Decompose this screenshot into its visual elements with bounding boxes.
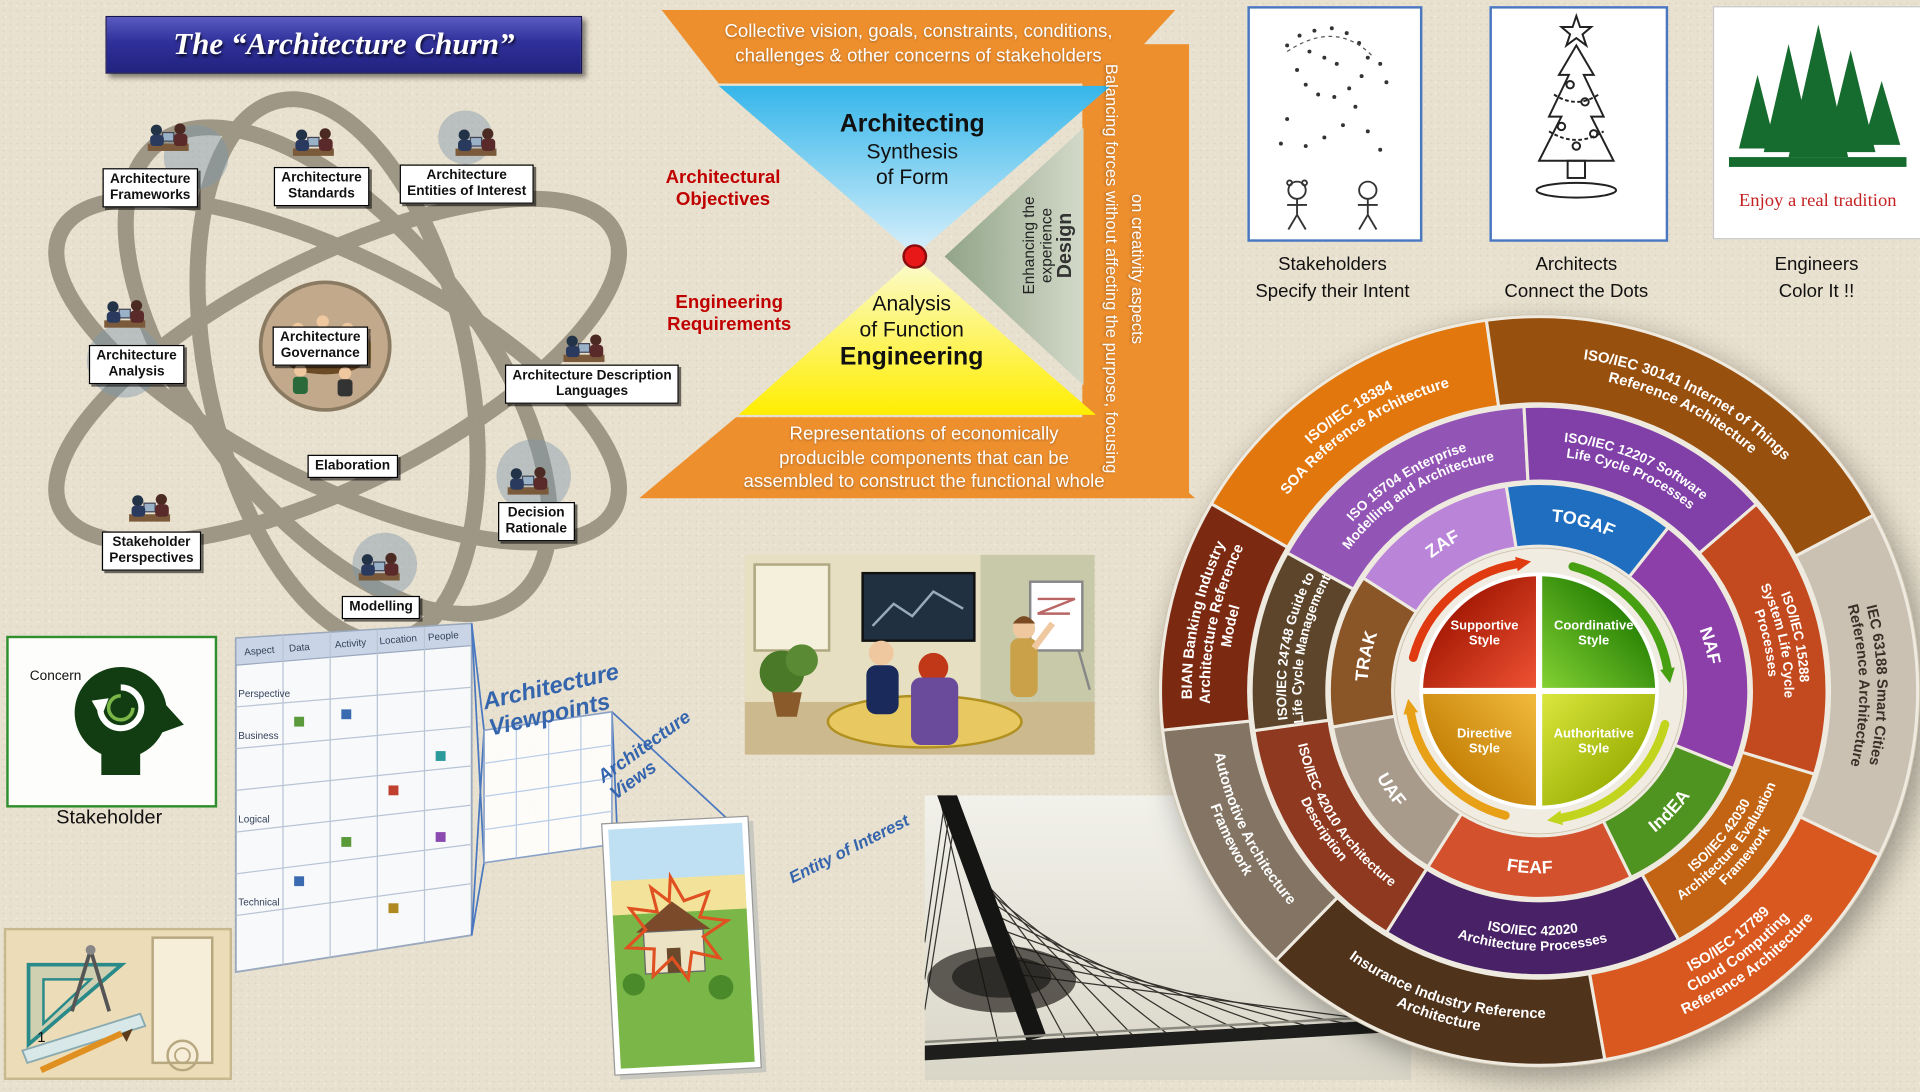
style-quadrant-br — [1539, 690, 1658, 808]
atom-node-label: Architecture Frameworks — [102, 168, 198, 208]
svg-text:People: People — [428, 630, 460, 644]
svg-text:Technical: Technical — [238, 898, 279, 909]
style-cycle-arrow — [1557, 720, 1670, 823]
starburst-outline — [623, 871, 732, 984]
atom-node-label: Architecture Governance — [272, 326, 368, 366]
page-number: 1 — [37, 1028, 46, 1046]
style-quadrant-bl — [1421, 690, 1540, 808]
matrix-headers: Aspect Data Activity Location People Per… — [238, 630, 459, 909]
stakeholder-label: Stakeholder — [56, 807, 163, 829]
svg-text:Business: Business — [238, 731, 278, 742]
wheel-segment-outer-6 — [1159, 501, 1290, 732]
style-cycle-arrow — [1568, 562, 1672, 673]
architectural-objectives-label: Architectural Objectives — [665, 166, 781, 210]
design-subtitle: Enhancing the experience — [1020, 196, 1056, 295]
matrix-cells — [294, 709, 446, 914]
views-grid-lines — [483, 716, 613, 858]
balancing-forces-text: Balancing forces without affecting the p… — [1102, 63, 1147, 474]
wheel-segment-inner-6 — [1327, 575, 1419, 729]
atom-node-label: Architecture Description Languages — [504, 364, 680, 404]
page-title-text: The “Architecture Churn” — [173, 27, 515, 61]
bridge-deck — [924, 1018, 1412, 1061]
wheel-segment-middle-6 — [1249, 550, 1356, 733]
svg-text:Activity: Activity — [334, 637, 366, 651]
stakeholder-head-image — [74, 666, 184, 775]
atom-node-label: Decision Rationale — [498, 502, 575, 542]
engineering-title: Engineering — [839, 343, 984, 371]
drafting-tools-image — [3, 927, 233, 1081]
stakeholders-intent-card — [1247, 6, 1423, 242]
funnel-top-banner: Collective vision, goals, constraints, c… — [724, 20, 1113, 66]
wheel-label: ISO/IEC 42020 — [1486, 918, 1578, 938]
style-cycle-arrow — [1406, 709, 1510, 820]
engineering-block: Analysis of Function Engineering — [797, 291, 1027, 371]
convergence-point — [902, 244, 928, 269]
cycle-arrowhead — [91, 698, 109, 718]
card-caption-architects: Architects Connect the Dots — [1504, 254, 1649, 302]
svg-text:Location: Location — [379, 633, 417, 647]
children-figures — [1286, 179, 1378, 230]
card-caption-engineers: Engineers Color It !! — [1774, 254, 1859, 302]
atom-node-label: Elaboration — [307, 454, 398, 479]
architecting-subtitle: Synthesis of Form — [866, 139, 959, 190]
svg-text:Data: Data — [288, 642, 310, 655]
stakeholder-concerns-band — [661, 9, 1176, 84]
page-title: The “Architecture Churn” — [105, 15, 583, 74]
concern-label: Concern — [27, 668, 84, 684]
wheel-label: FEAF — [1505, 855, 1553, 878]
stakeholder-concern-box — [6, 635, 218, 808]
architecting-title: Architecting — [839, 110, 985, 138]
architects-card — [1489, 6, 1669, 242]
analysis-subtitle: Analysis of Function — [859, 292, 964, 342]
design-triangle — [944, 127, 1084, 386]
atom-node-label: Architecture Standards — [273, 166, 370, 207]
atom-node-label: Modelling — [341, 595, 421, 620]
architecting-engineering-funnel — [639, 9, 1196, 499]
entity-picture — [601, 815, 767, 1080]
architecting-block: Architecting Synthesis of Form — [794, 110, 1030, 190]
engineering-triangle — [738, 257, 1096, 415]
representations-band — [639, 417, 1196, 499]
architecting-triangle — [718, 85, 1111, 256]
pine-trees — [1728, 24, 1907, 167]
atom-node-label: Architecture Analysis — [88, 344, 185, 385]
meeting-clipart — [744, 554, 1095, 755]
atom-node-label: Stakeholder Perspectives — [101, 531, 202, 571]
christmas-tree-drawing — [1535, 12, 1618, 199]
forest-logo-image — [1728, 24, 1907, 167]
viewpoints-projection: Aspect Data Activity Location People Per… — [234, 622, 767, 1080]
engineers-card: Enjoy a real tradition — [1712, 6, 1920, 240]
funnel-bottom-banner: Representations of economically producib… — [743, 423, 1105, 493]
style-quadrant-tr — [1539, 574, 1658, 691]
style-cycle-arrow — [1408, 559, 1521, 662]
style-quadrant-tl — [1421, 574, 1540, 691]
dots — [1278, 26, 1389, 152]
viewpoint-matrix-panel — [234, 622, 473, 974]
svg-text:Logical: Logical — [238, 814, 269, 825]
svg-text:Perspective: Perspective — [238, 689, 290, 700]
connect-the-dots-image — [1278, 26, 1389, 230]
bridge-pylon — [937, 795, 1047, 1041]
engineering-requirements-label: Engineering Requirements — [667, 292, 792, 336]
card-caption-stakeholders: Stakeholders Specify their Intent — [1255, 254, 1410, 302]
matrix-grid-lines — [235, 627, 472, 965]
svg-text:Aspect: Aspect — [244, 645, 275, 659]
design-title: Design — [1055, 212, 1077, 279]
atom-node-label: Architecture Entities of Interest — [399, 164, 534, 204]
forest-logo-text: Enjoy a real tradition — [1738, 191, 1897, 212]
